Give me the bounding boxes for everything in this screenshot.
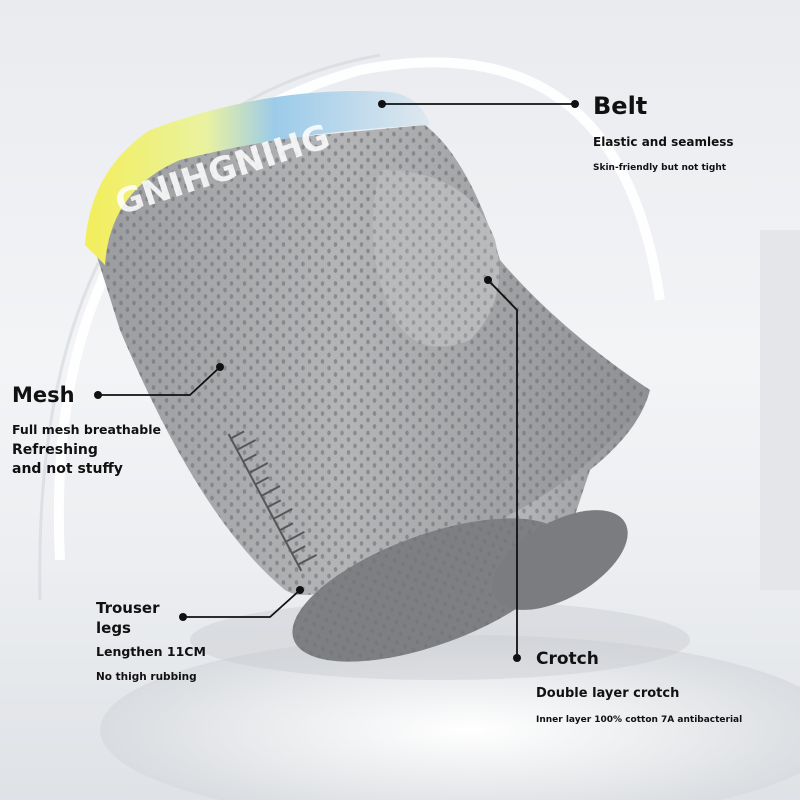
belt-dot [378, 100, 386, 108]
belt-title: Belt [593, 92, 648, 120]
legs-dot [296, 586, 304, 594]
mesh-title: Mesh [12, 383, 75, 407]
mesh-line3: and not stuffy [12, 461, 123, 477]
legs-title-line1: Trouser [96, 599, 160, 617]
crotch-title: Crotch [536, 649, 599, 669]
crotch-dot [484, 276, 492, 284]
crotch-leader-line [487, 279, 518, 658]
callout-dots [94, 100, 579, 662]
mesh-line2: Refreshing [12, 442, 98, 458]
right-leg-opening [492, 510, 628, 610]
boxer-briefs-product: GNIHGNIHG [85, 91, 650, 662]
callout-lines [98, 103, 575, 658]
belt-line1: Elastic and seamless [593, 135, 734, 149]
legs-title-line2: legs [96, 619, 131, 637]
legs-line1: Lengthen 11CM [96, 644, 206, 659]
background-pillar-right [760, 230, 800, 590]
belt-line2: Skin-friendly but not tight [593, 163, 727, 173]
legs-leader-line [183, 589, 301, 618]
mesh-line1: Full mesh breathable [12, 422, 161, 437]
legs-line2: No thigh rubbing [96, 671, 197, 683]
mesh-dot [216, 363, 224, 371]
floor-disc [100, 635, 800, 800]
waistband [85, 91, 430, 265]
mesh-leader-line [98, 366, 221, 396]
crotch-line1: Double layer crotch [536, 686, 680, 701]
crotch-line2: Inner layer 100% cotton 7A antibacterial [536, 715, 743, 725]
ruler-print [227, 430, 318, 572]
